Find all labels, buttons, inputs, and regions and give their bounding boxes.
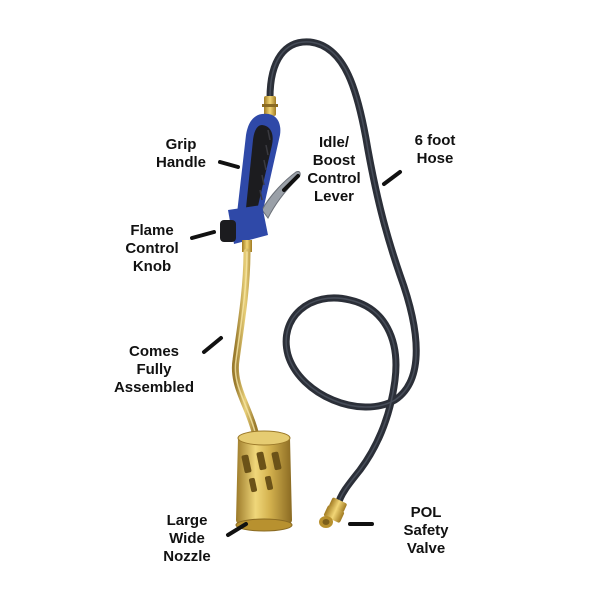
leader-idle-boost — [282, 174, 300, 192]
label-flame-control-knob: Flame Control Knob — [125, 222, 179, 275]
label-grip-handle: Grip Handle — [155, 136, 206, 171]
label-large-wide-nozzle: Large Wide Nozzle — [163, 512, 211, 565]
label-comes-fully-assembled: Comes Fully Assembled — [113, 343, 195, 396]
hose — [266, 38, 420, 509]
label-pol-safety-valve: POL Safety Valve — [403, 504, 449, 557]
grip-handle — [236, 113, 281, 228]
leader-hose — [382, 170, 402, 186]
label-hose: 6 foot Hose — [414, 132, 456, 167]
pol-valve — [319, 497, 347, 528]
handle-fitting — [262, 96, 278, 116]
leader-lines — [190, 160, 402, 537]
label-idle-boost-lever: Idle/ Boost Control Lever — [307, 134, 361, 205]
nozzle — [235, 430, 293, 532]
leader-flame-control — [190, 230, 216, 240]
flame-control-knob — [220, 205, 268, 252]
leader-nozzle — [226, 522, 248, 537]
leader-assembled — [202, 336, 223, 354]
leader-grip-handle — [218, 160, 240, 169]
